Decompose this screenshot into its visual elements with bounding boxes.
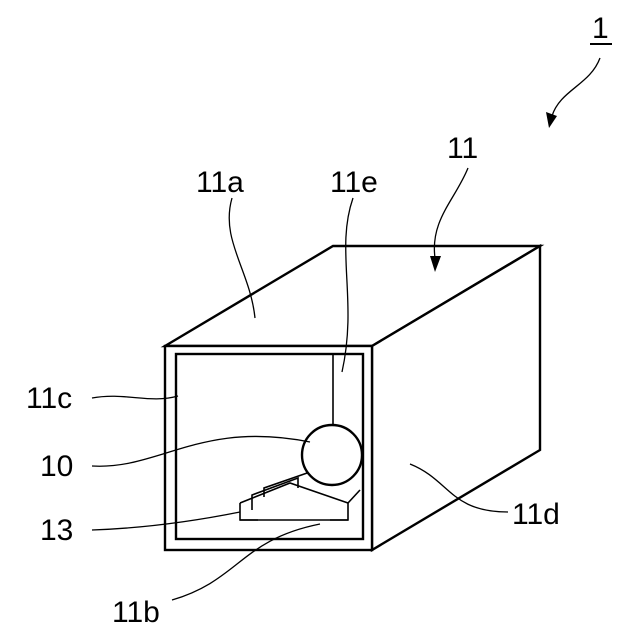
label-bottom-wall: 11b xyxy=(112,596,160,629)
label-ball: 10 xyxy=(40,450,73,483)
label-left-wall: 11c xyxy=(26,382,72,415)
label-right-wall: 11d xyxy=(512,498,560,531)
label-back-wall: 11e xyxy=(330,166,378,199)
label-assembly: 1 xyxy=(592,12,609,45)
ball xyxy=(302,425,362,485)
label-housing: 11 xyxy=(447,132,478,165)
arrow-1 xyxy=(546,58,600,128)
label-top-wall: 11a xyxy=(196,166,244,199)
label-holder: 13 xyxy=(40,514,73,547)
